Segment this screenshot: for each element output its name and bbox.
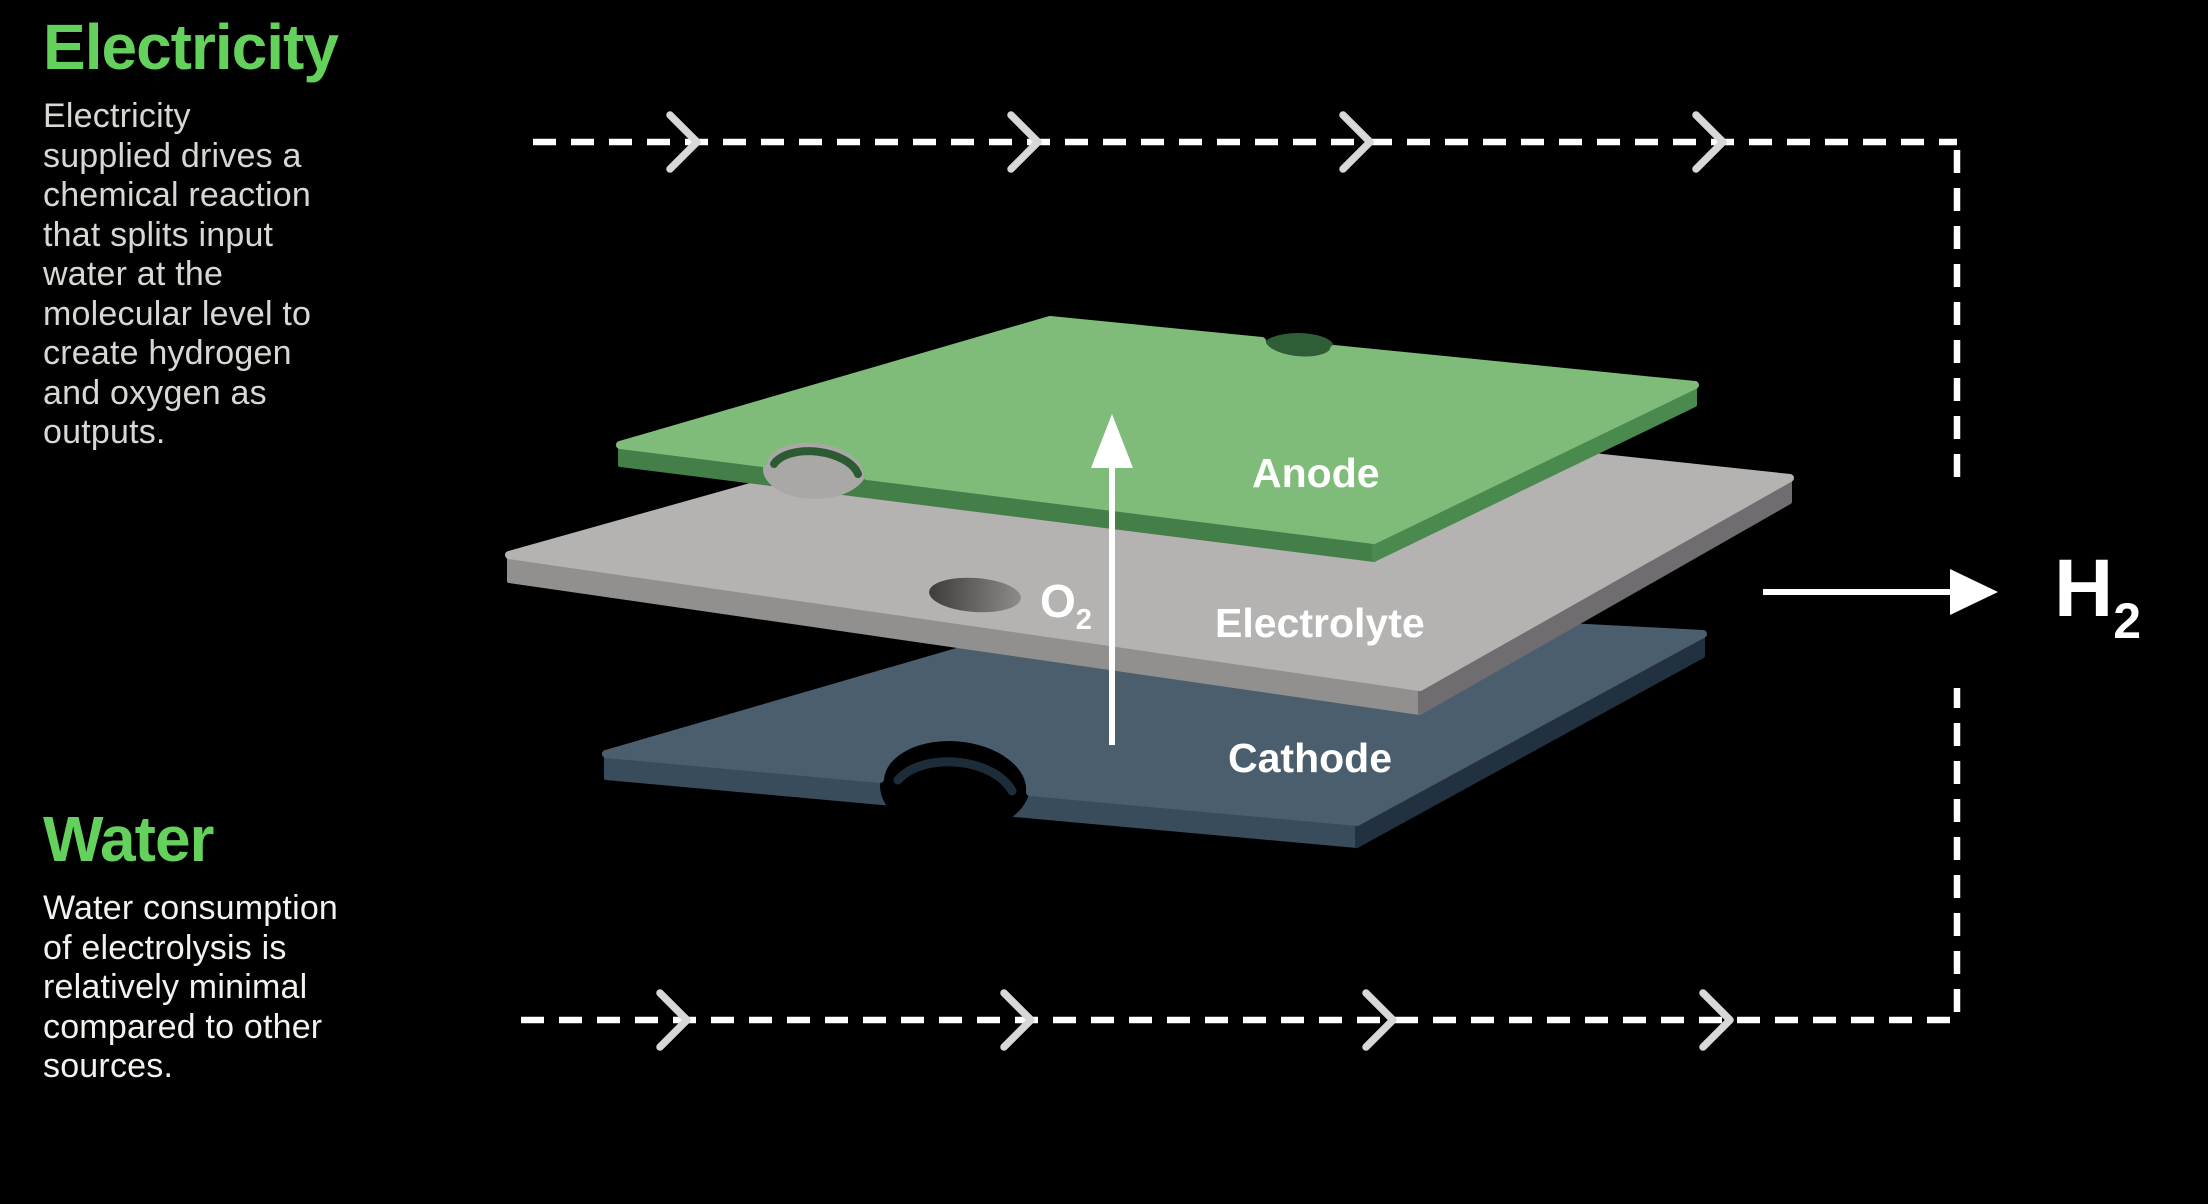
cathode-notch [880, 738, 1030, 834]
text-line: that splits input [43, 215, 274, 254]
water-section: Water Water consumption of electrolysis … [43, 803, 338, 1087]
text-line: create hydrogen [43, 334, 292, 373]
text-line: Water consumption [43, 889, 339, 928]
text-line: compared to other [43, 1007, 323, 1046]
hydrogen-subscript: 2 [2113, 593, 2142, 649]
hydrogen-symbol: H [2054, 543, 2114, 634]
oxygen-symbol: O [1040, 575, 1076, 627]
chevron-right-icon [666, 111, 1727, 173]
anode-plate [616, 316, 1699, 562]
hydrogen-output-arrow [1763, 569, 1998, 615]
electrolyte-hole [929, 577, 1021, 613]
text-line: chemical reaction [43, 176, 311, 215]
text-line: Electricity [43, 97, 191, 136]
cathode-label: Cathode [1228, 735, 1392, 781]
text-line: sources. [43, 1047, 174, 1086]
text-line: relatively minimal [43, 968, 308, 1007]
electricity-section: Electricity Electricity supplied drives … [43, 11, 339, 453]
oxygen-subscript: 2 [1075, 604, 1092, 636]
chevron-right-icon [656, 989, 1734, 1051]
oxygen-label: O2 [1040, 574, 1092, 637]
oxygen-up-arrow [1091, 414, 1133, 745]
text-line: outputs. [43, 413, 166, 452]
text-line: water at the [43, 255, 224, 294]
text-line: of electrolysis is [43, 928, 287, 967]
electricity-heading: Electricity [43, 11, 339, 83]
electrolyte-label: Electrolyte [1215, 600, 1425, 646]
water-heading: Water [43, 803, 214, 875]
hydrogen-label: H2 [2054, 542, 2141, 650]
electricity-flow-dashed-line [533, 111, 1961, 492]
water-description: Water consumption of electrolysis is rel… [43, 889, 338, 1087]
water-flow-dashed-line [521, 688, 1961, 1051]
text-line: molecular level to [43, 294, 312, 333]
text-line: supplied drives a [43, 136, 302, 175]
anode-label: Anode [1252, 450, 1380, 496]
text-line: and oxygen as [43, 373, 267, 412]
electricity-description: Electricity supplied drives a chemical r… [43, 97, 338, 453]
